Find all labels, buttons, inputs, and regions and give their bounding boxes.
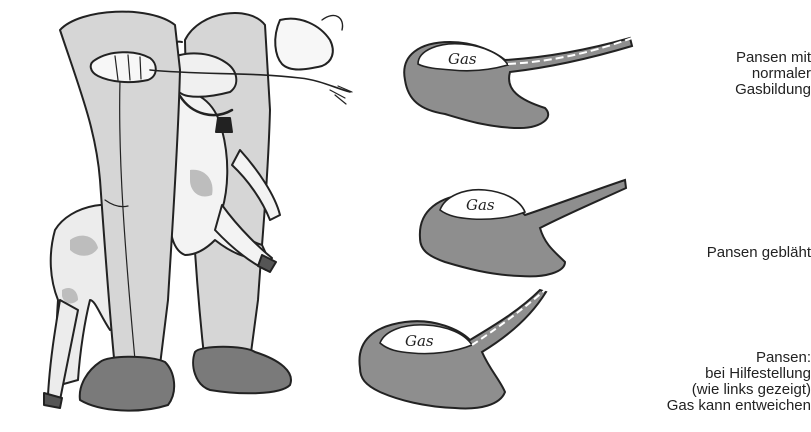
caption-bloated: Pansen gebläht <box>707 245 811 261</box>
person-holding-goat-illustration <box>44 12 352 411</box>
rumen-assisted-diagram: Gas <box>359 290 546 408</box>
person-right-shoe <box>193 347 291 394</box>
caption-assisted-line: bei Hilfestellung <box>667 366 811 382</box>
goat-bell <box>216 118 232 132</box>
caption-assisted-line: Gas kann entweichen <box>667 398 811 414</box>
caption-normal-line: Gasbildung <box>735 82 811 98</box>
person-left-shoe <box>80 357 174 411</box>
caption-assisted-line: (wie links gezeigt) <box>667 382 811 398</box>
caption-normal-line: normaler <box>735 66 811 82</box>
caption-normal-line: Pansen mit <box>735 50 811 66</box>
caption-assisted-line: Pansen: <box>667 350 811 366</box>
caption-assisted: Pansen: bei Hilfestellung (wie links gez… <box>667 350 811 414</box>
rumen-bloated-shape <box>420 180 626 276</box>
rumen-normal-diagram: Gas <box>404 38 632 128</box>
gas-label-normal: Gas <box>448 50 477 68</box>
caption-bloated-line: Pansen gebläht <box>707 245 811 261</box>
gas-label-assisted: Gas <box>405 332 434 350</box>
person-right-arm <box>275 19 333 70</box>
gas-label-bloated: Gas <box>466 196 495 214</box>
caption-normal: Pansen mit normaler Gasbildung <box>735 50 811 98</box>
rumen-bloated-diagram: Gas <box>420 180 626 276</box>
person-left-hand <box>91 52 156 82</box>
